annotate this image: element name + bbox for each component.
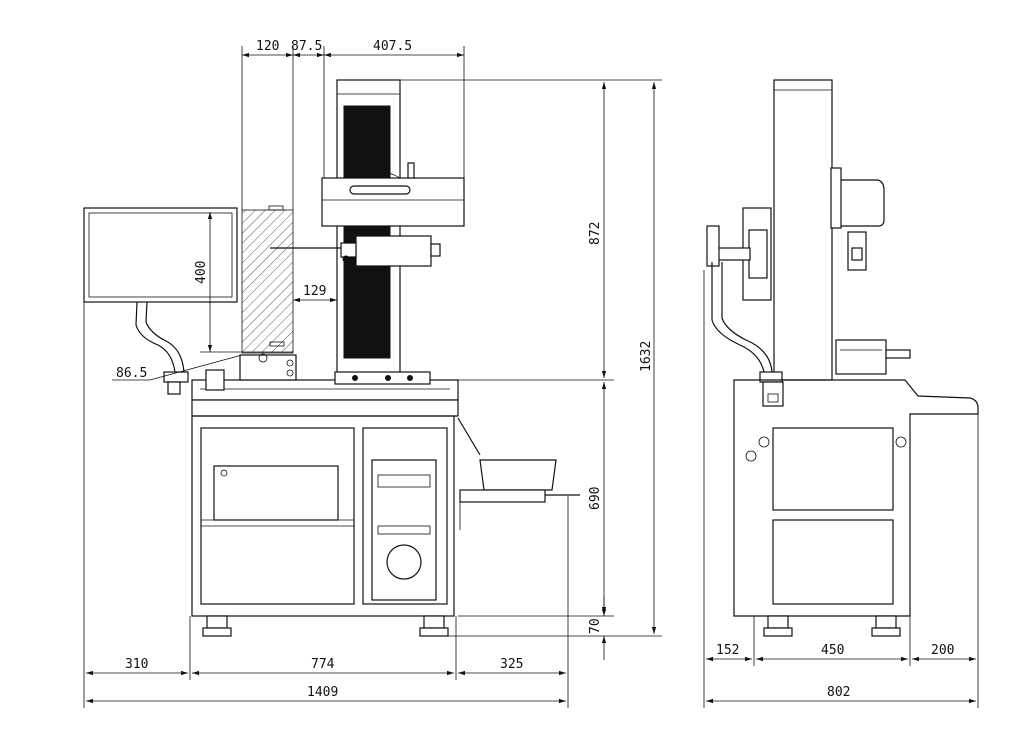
dim-label-152: 152 <box>716 643 739 658</box>
dim-label-86-5: 86.5 <box>116 366 147 381</box>
dim-label-872: 872 <box>588 222 603 245</box>
side-cabinet <box>733 379 979 617</box>
dim-label-70: 70 <box>588 618 603 634</box>
front-feet <box>202 615 449 637</box>
dim-label-129: 129 <box>303 284 326 299</box>
dim-label-87-5: 87.5 <box>291 39 322 54</box>
dim-label-802: 802 <box>827 685 850 700</box>
dim-label-690: 690 <box>588 487 603 510</box>
dimension-lines <box>83 46 979 708</box>
cabinet <box>191 415 455 617</box>
dimension-labels: 120 87.5 407.5 400 129 86.5 872 1632 690… <box>116 39 954 700</box>
dim-label-200: 200 <box>931 643 954 658</box>
side-view <box>706 79 979 637</box>
side-monitor <box>706 207 784 407</box>
monitor <box>83 207 238 303</box>
front-view <box>83 79 580 637</box>
dim-label-450: 450 <box>821 643 844 658</box>
dim-label-1409: 1409 <box>307 685 338 700</box>
measuring-column <box>336 79 401 381</box>
dim-label-310: 310 <box>125 657 148 672</box>
side-table-fixture <box>835 339 911 375</box>
side-head <box>830 167 885 271</box>
probe-arm <box>270 235 441 267</box>
machine-base <box>191 353 459 417</box>
dim-label-774: 774 <box>311 657 335 672</box>
monitor-arm <box>135 301 189 395</box>
dim-label-407-5: 407.5 <box>373 39 412 54</box>
dim-label-1632: 1632 <box>639 341 654 372</box>
hatched-measuring-envelope <box>241 209 294 354</box>
side-tray <box>457 417 580 530</box>
side-feet <box>763 615 901 637</box>
dim-label-120: 120 <box>256 39 279 54</box>
dim-label-325: 325 <box>500 657 523 672</box>
carriage-head <box>321 162 465 227</box>
dim-label-400: 400 <box>194 261 209 284</box>
